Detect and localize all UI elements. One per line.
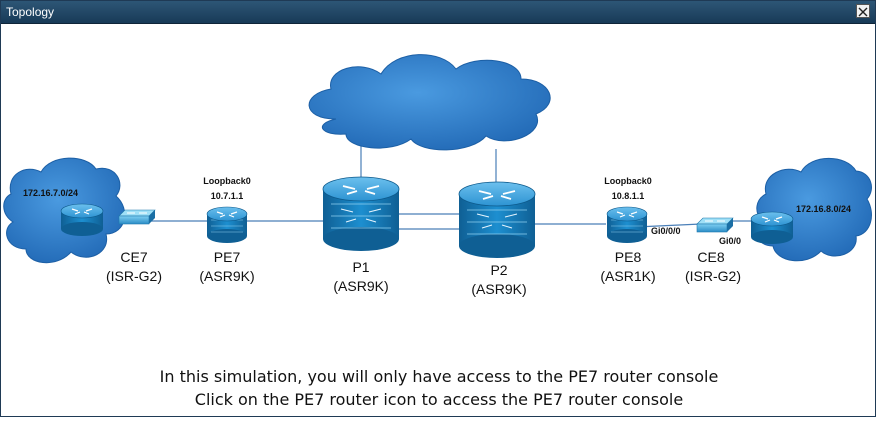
pe7-name: PE7: [214, 249, 241, 265]
ce7-name: CE7: [120, 249, 147, 265]
title-bar: Topology: [1, 1, 875, 24]
pe8-interface-label: Gi0/0/0: [651, 226, 681, 236]
p1-router[interactable]: [322, 176, 400, 251]
right-network-cloud: 172.16.8.0/24: [755, 157, 872, 262]
links: [100, 144, 761, 230]
pe7-loopback-label: Loopback0: [203, 176, 251, 186]
pe8-loopback-label: Loopback0: [604, 176, 652, 186]
pe8-name: PE8: [615, 249, 642, 265]
close-button[interactable]: [856, 4, 870, 18]
window-title: Topology: [6, 5, 55, 19]
p2-model: (ASR9K): [471, 281, 526, 297]
p1-model: (ASR9K): [333, 278, 388, 294]
caption-line-2: Click on the PE7 router icon to access t…: [194, 390, 684, 409]
pe7-router[interactable]: [206, 206, 248, 243]
ce7-model: (ISR-G2): [106, 268, 162, 284]
pe8-router[interactable]: [606, 206, 648, 243]
caption-line-1: In this simulation, you will only have a…: [159, 367, 719, 386]
ce8-switch[interactable]: [696, 217, 734, 233]
ce8-name: CE8: [697, 249, 724, 265]
topology-canvas: 172.16.7.0/24 172.16.8.0/24: [1, 24, 875, 416]
p2-name: P2: [490, 262, 507, 278]
left-network-label: 172.16.7.0/24: [23, 188, 78, 198]
ce8-interface-label: Gi0/0: [719, 236, 741, 246]
p2-router[interactable]: [458, 181, 536, 258]
close-icon: [858, 7, 868, 17]
pe7-model: (ASR9K): [199, 268, 254, 284]
right-cloud-router: [750, 211, 794, 244]
core-cloud: [308, 54, 551, 151]
left-cloud-router: [60, 203, 104, 236]
topology-diagram: 172.16.7.0/24 172.16.8.0/24: [3, 54, 872, 297]
right-network-label: 172.16.8.0/24: [796, 204, 851, 214]
ce7-switch[interactable]: [118, 209, 156, 225]
pe8-model: (ASR1K): [600, 268, 655, 284]
pe7-loopback-ip: 10.7.1.1: [211, 191, 244, 201]
p1-name: P1: [352, 259, 369, 275]
ce8-model: (ISR-G2): [685, 268, 741, 284]
pe8-loopback-ip: 10.8.1.1: [612, 191, 645, 201]
